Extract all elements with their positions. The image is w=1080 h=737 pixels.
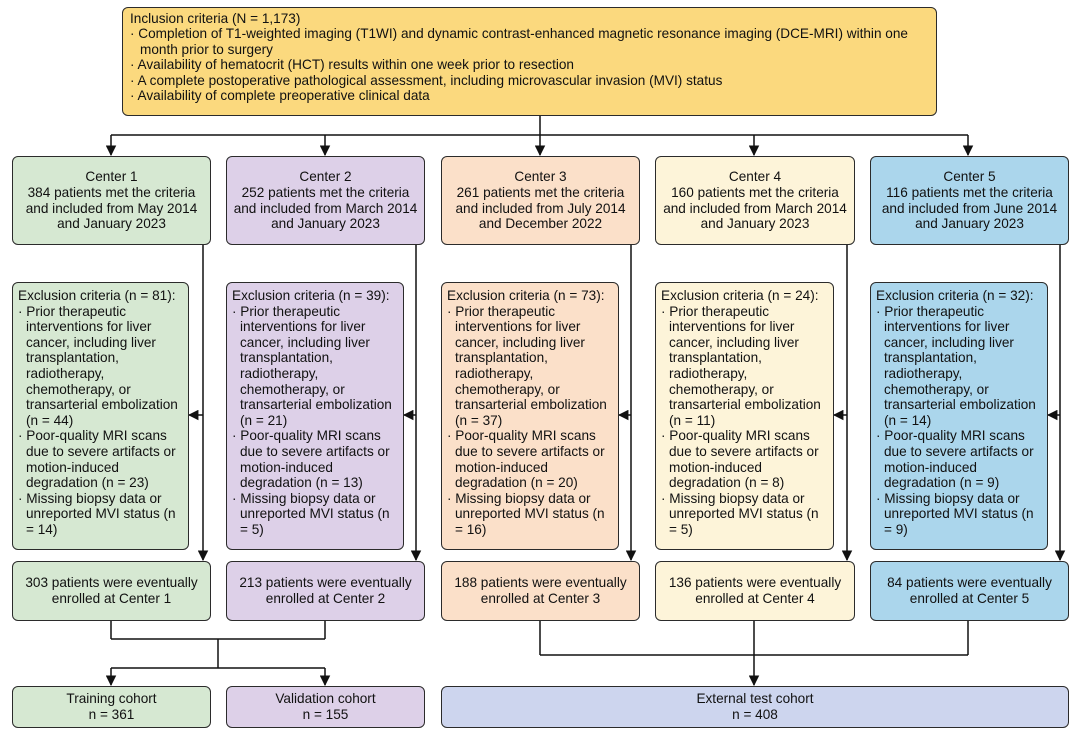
enrolled-center-2-text: 213 patients were eventually enrolled at… — [239, 575, 412, 606]
enrolled-center-4-text: 136 patients were eventually enrolled at… — [668, 575, 842, 606]
exclusion-heading: Exclusion criteria (n = 39): — [232, 288, 390, 303]
inclusion-item: · A complete postoperative pathological … — [130, 72, 723, 88]
external-cohort-name: External test cohort — [696, 691, 814, 707]
center-5-name: Center 5 — [943, 169, 996, 185]
enrolled-center-5-text: 84 patients were eventually enrolled at … — [887, 575, 1052, 606]
exclusion-box-center-1: Exclusion criteria (n = 81): · Prior the… — [12, 282, 189, 550]
inclusion-title: Inclusion criteria (N = 1,173) — [130, 11, 301, 26]
center-4-name: Center 4 — [728, 169, 782, 185]
exclusion-item: · Missing biopsy data or unreported MVI … — [661, 490, 819, 537]
exclusion-item: · Prior therapeutic interventions for li… — [447, 303, 607, 428]
exclusion-item: · Poor-quality MRI scans due to severe a… — [661, 428, 819, 491]
external-cohort-n: n = 408 — [732, 707, 778, 722]
exclusion-heading: Exclusion criteria (n = 73): — [447, 288, 605, 303]
exclusion-item: · Poor-quality MRI scans due to severe a… — [447, 428, 605, 491]
exclusion-item: · Prior therapeutic interventions for li… — [232, 303, 392, 428]
enrolled-center-4-box: 136 patients were eventually enrolled at… — [655, 561, 855, 621]
exclusion-item: · Poor-quality MRI scans due to severe a… — [18, 428, 176, 491]
center-1-name: Center 1 — [85, 169, 138, 185]
exclusion-item: · Missing biopsy data or unreported MVI … — [18, 490, 176, 537]
exclusion-heading: Exclusion criteria (n = 24): — [661, 288, 819, 303]
training-cohort-name: Training cohort — [66, 691, 157, 707]
center-2-name: Center 2 — [299, 169, 352, 185]
center-3-description: 261 patients met the criteria and includ… — [455, 184, 626, 232]
exclusion-heading: Exclusion criteria (n = 81): — [18, 288, 176, 303]
center-3-name: Center 3 — [514, 169, 567, 185]
exclusion-item: · Poor-quality MRI scans due to severe a… — [876, 428, 1034, 491]
enrolled-center-1-text: 303 patients were eventually enrolled at… — [25, 575, 198, 606]
center-1-box: Center 1 384 patients met the criteria a… — [12, 156, 211, 245]
enrolled-center-3-text: 188 patients were eventually enrolled at… — [454, 575, 627, 606]
center-3-box: Center 3 261 patients met the criteria a… — [441, 156, 640, 245]
exclusion-item: · Poor-quality MRI scans due to severe a… — [232, 428, 390, 491]
exclusion-box-center-4: Exclusion criteria (n = 24): · Prior the… — [655, 282, 834, 550]
validation-cohort-name: Validation cohort — [275, 691, 376, 707]
validation-cohort-n: n = 155 — [302, 707, 349, 722]
exclusion-box-center-2: Exclusion criteria (n = 39): · Prior the… — [226, 282, 404, 550]
exclusion-item: · Missing biopsy data or unreported MVI … — [232, 490, 390, 537]
exclusion-item: · Prior therapeutic interventions for li… — [18, 303, 178, 428]
center-2-box: Center 2 252 patients met the criteria a… — [226, 156, 425, 245]
exclusion-heading: Exclusion criteria (n = 32): — [876, 288, 1034, 303]
validation-cohort-box: Validation cohort n = 155 — [226, 686, 425, 728]
inclusion-item: · Availability of hematocrit (HCT) resul… — [130, 57, 574, 73]
inclusion-item: · Availability of complete preoperative … — [130, 88, 430, 104]
center-1-description: 384 patients met the criteria and includ… — [25, 184, 198, 232]
center-4-box: Center 4 160 patients met the criteria a… — [655, 156, 855, 245]
enrolled-center-3-box: 188 patients were eventually enrolled at… — [441, 561, 640, 621]
center-4-description: 160 patients met the criteria and includ… — [663, 184, 847, 232]
exclusion-item: · Prior therapeutic interventions for li… — [661, 303, 821, 428]
exclusion-box-center-3: Exclusion criteria (n = 73): · Prior the… — [441, 282, 619, 550]
inclusion-item: · Completion of T1-weighted imaging (T1W… — [130, 26, 908, 57]
exclusion-item: · Missing biopsy data or unreported MVI … — [447, 490, 605, 537]
enrolled-center-2-box: 213 patients were eventually enrolled at… — [226, 561, 425, 621]
inclusion-criteria-box: Inclusion criteria (N = 1,173) · Complet… — [122, 7, 937, 116]
center-2-description: 252 patients met the criteria and includ… — [233, 184, 418, 232]
center-5-box: Center 5 116 patients met the criteria a… — [870, 156, 1069, 245]
training-cohort-n: n = 361 — [88, 707, 135, 722]
enrolled-center-5-box: 84 patients were eventually enrolled at … — [870, 561, 1069, 621]
enrolled-center-1-box: 303 patients were eventually enrolled at… — [12, 561, 211, 621]
center-5-description: 116 patients met the criteria and includ… — [881, 184, 1058, 232]
exclusion-box-center-5: Exclusion criteria (n = 32): · Prior the… — [870, 282, 1048, 550]
external-test-cohort-box: External test cohort n = 408 — [441, 686, 1069, 728]
exclusion-item: · Prior therapeutic interventions for li… — [876, 303, 1036, 428]
training-cohort-box: Training cohort n = 361 — [12, 686, 211, 728]
exclusion-item: · Missing biopsy data or unreported MVI … — [876, 490, 1034, 537]
